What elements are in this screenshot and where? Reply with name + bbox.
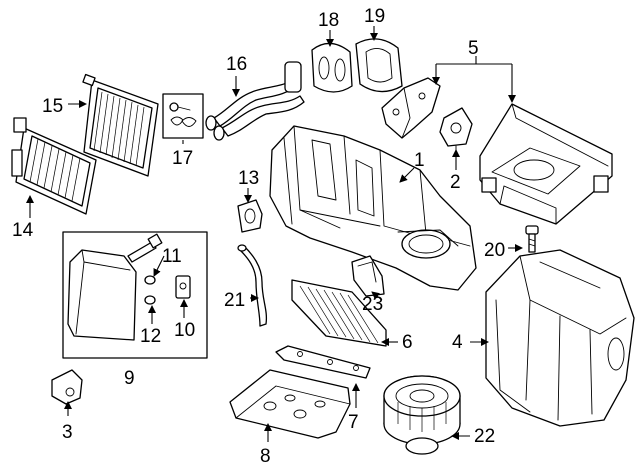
callout-18: 18 [318,10,339,31]
callout-22: 22 [474,426,495,447]
callout-1: 1 [414,150,425,171]
sensor [237,199,263,233]
callout-4: 4 [452,332,463,353]
drain-hose [237,244,268,327]
callout-14: 14 [12,220,34,241]
heater-core [82,73,159,177]
callout-21: 21 [224,290,245,311]
cabin-filter [291,279,387,347]
callout-17: 17 [172,148,193,169]
callout-8: 8 [260,446,271,467]
callout-19: 19 [364,6,385,27]
callout-12: 12 [140,326,161,347]
kit-box [62,231,208,359]
callout-5: 5 [468,38,479,59]
callout-23: 23 [362,294,383,315]
floor-duct [229,369,351,439]
leader-lines [26,26,523,442]
clip-kit [162,93,204,139]
callout-3: 3 [62,422,73,443]
seal-lower [355,38,403,93]
upper-case [479,103,613,225]
mounting-bracket [381,77,441,139]
callout-11: 11 [162,246,182,267]
actuator-motor [439,107,473,157]
temperature-sensor [51,369,83,405]
callout-labels: 1 2 3 4 5 6 7 8 9 10 11 12 13 14 15 16 1… [12,6,505,467]
blower-motor [383,375,461,455]
callout-13: 13 [238,168,259,189]
callout-15: 15 [42,96,63,117]
lower-case [485,249,635,427]
callout-16: 16 [226,54,247,75]
seal-upper [311,42,353,93]
screw [525,225,539,253]
callout-6: 6 [402,332,413,353]
cover-plate [275,345,371,379]
hvac-case [269,125,477,291]
callout-2: 2 [450,172,461,193]
callout-9: 9 [124,368,135,389]
blower-resistor [351,255,385,297]
evaporator-core [11,117,97,215]
callout-10: 10 [174,320,195,341]
heater-hoses [205,61,305,141]
callout-7: 7 [348,412,359,433]
callout-20: 20 [484,240,505,261]
